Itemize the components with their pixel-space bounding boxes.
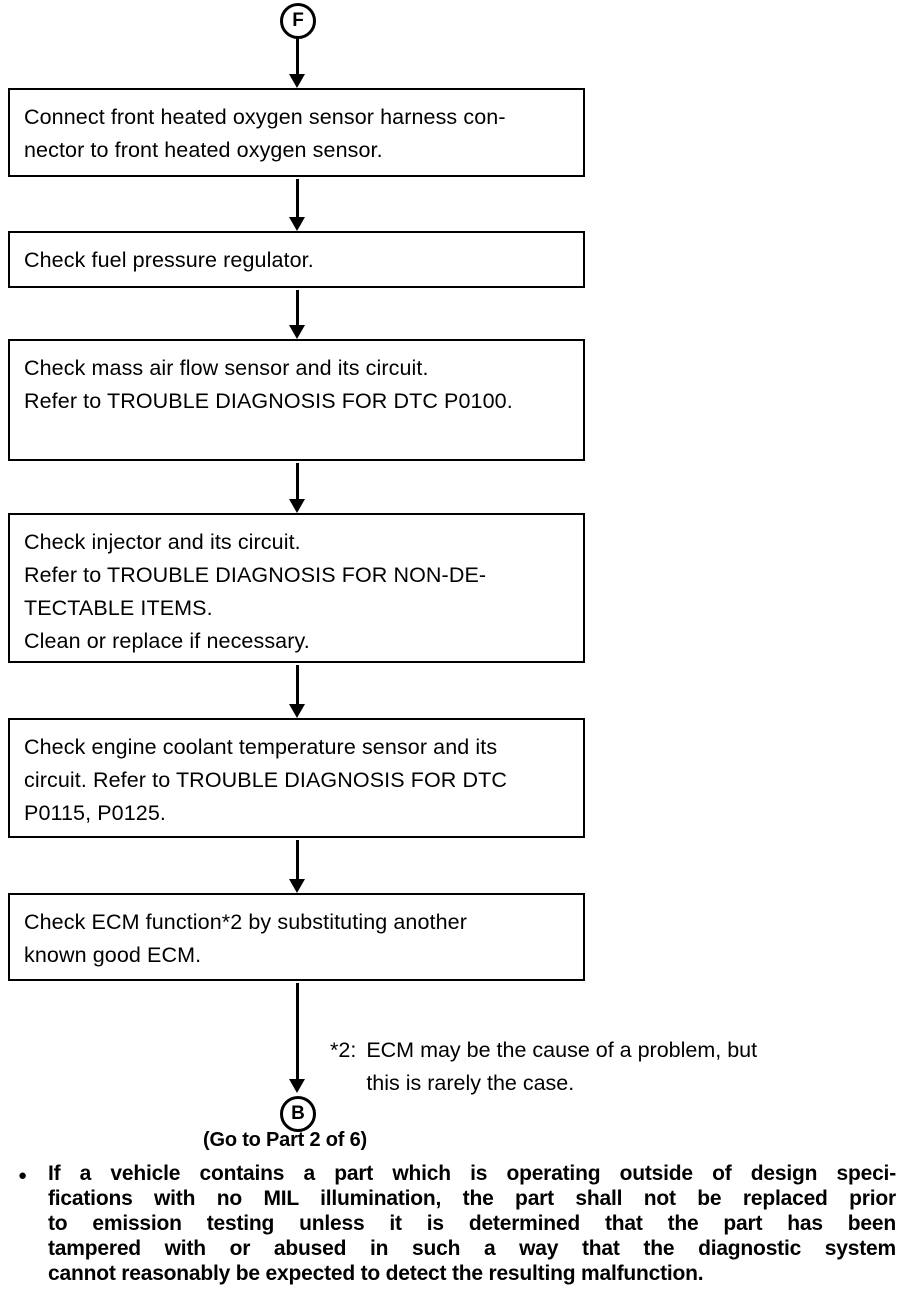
arrow-shaft xyxy=(295,290,299,325)
bottom-note-text: If a vehicle contains a part which is op… xyxy=(48,1161,896,1286)
arrow-head-icon xyxy=(289,1079,305,1093)
arrow-head-icon xyxy=(289,704,305,718)
flow-arrow-7 xyxy=(289,983,305,1093)
step-box-coolant-temp-sensor: Check engine coolant temperature sensor … xyxy=(8,718,585,838)
flow-arrow-2 xyxy=(289,179,305,231)
arrow-head-icon xyxy=(289,217,305,231)
step-box-mass-air-flow: Check mass air flow sensor and its circu… xyxy=(8,339,585,461)
note-line: fications with no MIL illumination, the … xyxy=(48,1187,896,1210)
connector-f-label: F xyxy=(292,10,304,31)
flow-arrow-6 xyxy=(289,840,305,893)
connector-f: F xyxy=(280,3,316,39)
flow-arrow-4 xyxy=(289,463,305,513)
footnote-text: ECM may be the cause of a problem, but t… xyxy=(366,1038,758,1095)
note-line: cannot reasonably be expected to detect … xyxy=(48,1262,704,1285)
arrow-shaft xyxy=(295,665,299,704)
arrow-head-icon xyxy=(289,499,305,513)
step-box-ecm-function: Check ECM function*2 by substituting ano… xyxy=(8,893,585,981)
arrow-head-icon xyxy=(289,325,305,339)
step-box-connect-o2-sensor: Connect front heated oxygen sensor harne… xyxy=(8,88,585,177)
arrow-shaft xyxy=(295,983,299,1079)
note-line: tampered with or abused in such a way th… xyxy=(48,1237,896,1260)
arrow-shaft xyxy=(295,840,299,879)
connector-b-label: B xyxy=(291,1103,305,1124)
goto-part-caption: (Go to Part 2 of 6) xyxy=(203,1129,367,1151)
footnote-2: *2: ECM may be the cause of a problem, b… xyxy=(330,1034,757,1100)
flow-arrow-5 xyxy=(289,665,305,718)
arrow-head-icon xyxy=(289,74,305,88)
arrow-shaft xyxy=(295,179,299,217)
arrow-shaft xyxy=(295,36,299,74)
step-box-fuel-pressure-regulator: Check fuel pressure regulator. xyxy=(8,231,585,288)
arrow-shaft xyxy=(295,463,299,499)
flow-arrow-1 xyxy=(289,36,305,88)
note-line: If a vehicle contains a part which is op… xyxy=(48,1162,896,1185)
connector-b: B xyxy=(280,1096,316,1132)
bottom-note: ● If a vehicle contains a part which is … xyxy=(18,1161,896,1286)
footnote-marker: *2: xyxy=(330,1038,357,1062)
step-box-injector: Check injector and its circuit. Refer to… xyxy=(8,513,585,663)
bullet-icon: ● xyxy=(18,1167,28,1184)
arrow-head-icon xyxy=(289,879,305,893)
note-line: to emission testing unless it is determi… xyxy=(48,1212,896,1235)
flow-arrow-3 xyxy=(289,290,305,339)
